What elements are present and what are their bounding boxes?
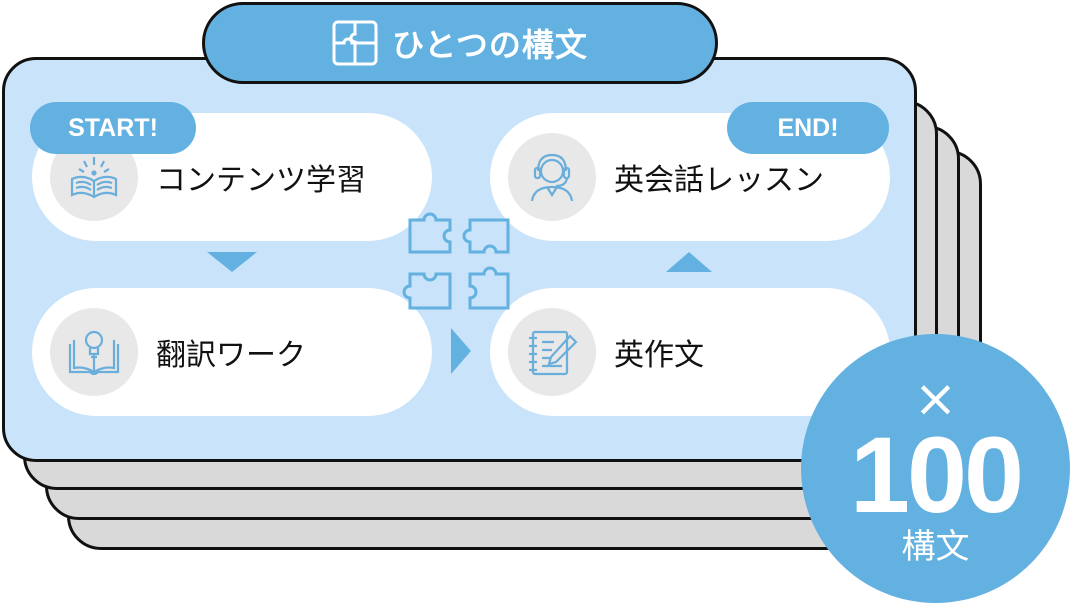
step-translation-work: 翻訳ワーク — [32, 288, 432, 416]
icon-circle — [50, 308, 138, 396]
arrow-up-icon — [666, 252, 712, 272]
headset-person-icon — [530, 153, 574, 202]
page-title: ひとつの構文 — [392, 26, 588, 64]
multiplier-badge: × 100 構文 — [801, 334, 1070, 603]
arrow-right-icon — [451, 328, 471, 374]
end-badge: END! — [727, 102, 889, 154]
open-book-icon — [70, 157, 118, 199]
multiplier-number: 100 — [849, 413, 1024, 535]
step-label: コンテンツ学習 — [156, 163, 366, 198]
title-tab: ひとつの構文 — [202, 2, 718, 84]
multiplier-unit: 構文 — [901, 526, 970, 567]
puzzle-pieces-icon — [402, 212, 510, 310]
step-label: 翻訳ワーク — [156, 338, 306, 373]
start-badge: START! — [30, 102, 196, 154]
lightbulb-book-icon — [68, 330, 120, 376]
icon-circle — [508, 133, 596, 221]
arrow-down-icon — [207, 252, 257, 272]
notepad-pen-icon — [529, 330, 578, 376]
puzzle-icon — [332, 20, 378, 66]
step-label: 英会話レッスン — [614, 163, 824, 198]
icon-circle — [508, 308, 596, 396]
times-symbol: × — [913, 368, 958, 429]
step-label: 英作文 — [614, 338, 704, 373]
